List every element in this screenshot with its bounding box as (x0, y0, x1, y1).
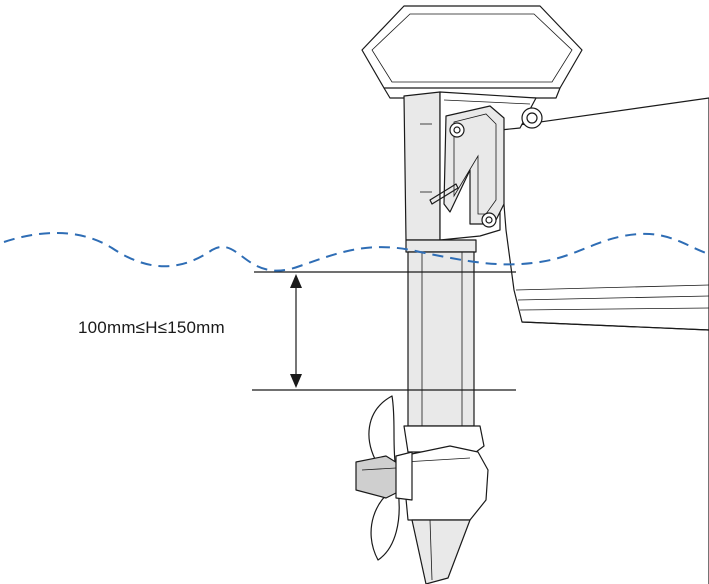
boat-hull (497, 97, 709, 584)
motor-head-cover (361, 5, 583, 99)
motor-shaft (407, 251, 475, 427)
motor-upper-housing (403, 91, 543, 253)
propeller-icon (355, 395, 413, 561)
motor-lower-unit (401, 425, 489, 584)
waterline-wave-icon (3, 231, 709, 272)
reference-lines (252, 271, 516, 391)
depth-range-label: 100mm≤H≤150mm (78, 318, 225, 337)
dimension-arrow-icon (290, 274, 302, 388)
